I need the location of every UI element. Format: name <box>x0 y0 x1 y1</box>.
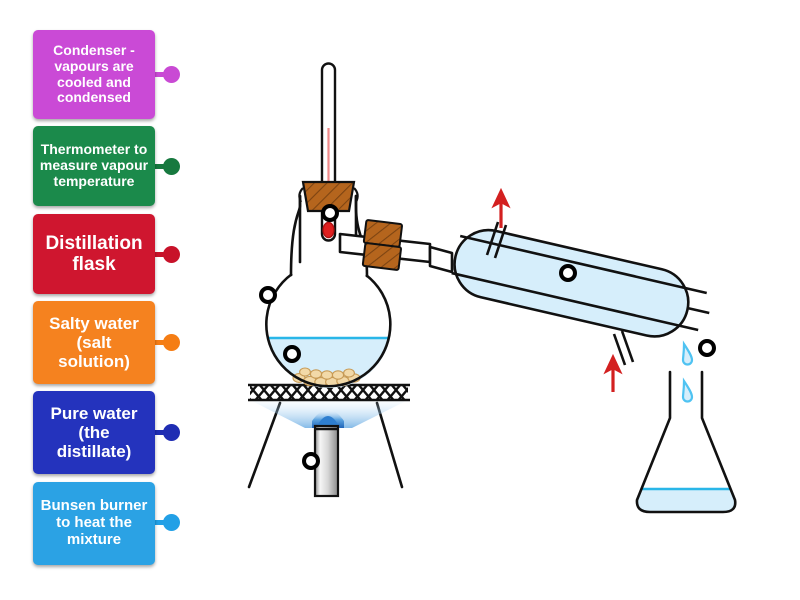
hotspot-burner[interactable] <box>302 452 320 470</box>
cork-bung-top <box>298 180 359 213</box>
label-text-pure-water: Pure water (the distillate) <box>50 403 138 462</box>
label-text-distillation-flask: Distillation flask <box>45 232 143 275</box>
cork-bung-side <box>361 219 403 271</box>
label-box-thermometer[interactable]: Thermometer to measure vapour temperatur… <box>33 126 155 206</box>
dot-salty-water[interactable] <box>163 334 180 351</box>
salt-crystals <box>292 367 361 388</box>
label-text-bunsen-burner: Bunsen burner to heat the mixture <box>40 497 148 548</box>
water-inlet-tube <box>612 330 635 366</box>
label-text-condenser: Condenser - vapours are cooled and conde… <box>53 42 135 106</box>
flow-arrows <box>491 187 623 392</box>
connector-condenser <box>150 72 172 77</box>
connector-distillation-flask <box>150 252 172 257</box>
dot-bunsen-burner[interactable] <box>163 514 180 531</box>
label-box-distillation-flask[interactable]: Distillation flask <box>33 214 155 294</box>
dot-condenser[interactable] <box>163 66 180 83</box>
label-box-condenser[interactable]: Condenser - vapours are cooled and conde… <box>33 30 155 119</box>
dot-thermometer[interactable] <box>163 158 180 175</box>
dot-pure-water[interactable] <box>163 424 180 441</box>
label-box-salty-water[interactable]: Salty water (salt solution) <box>33 301 155 384</box>
label-box-pure-water[interactable]: Pure water (the distillate) <box>33 391 155 474</box>
water-outlet-tube <box>485 221 508 259</box>
hotspot-flask[interactable] <box>259 286 277 304</box>
conical-flask <box>635 370 737 514</box>
connector-thermometer <box>150 164 172 169</box>
label-text-salty-water: Salty water (salt solution) <box>49 313 139 372</box>
bunsen-burner <box>313 424 340 498</box>
label-box-bunsen-burner[interactable]: Bunsen burner to heat the mixture <box>33 482 155 565</box>
connector-pure-water <box>150 430 172 435</box>
tripod-stand <box>247 401 404 489</box>
water-droplets <box>681 340 694 403</box>
connector-bunsen-burner <box>150 520 172 525</box>
label-text-thermometer: Thermometer to measure vapour temperatur… <box>39 141 149 189</box>
hotspot-condenser[interactable] <box>559 264 577 282</box>
hotspot-pure-water[interactable] <box>698 339 716 357</box>
hotspot-thermometer[interactable] <box>321 204 339 222</box>
liebig-condenser <box>451 221 710 366</box>
dot-distillation-flask[interactable] <box>163 246 180 263</box>
hotspot-salty-water[interactable] <box>283 345 301 363</box>
connector-salty-water <box>150 340 172 345</box>
